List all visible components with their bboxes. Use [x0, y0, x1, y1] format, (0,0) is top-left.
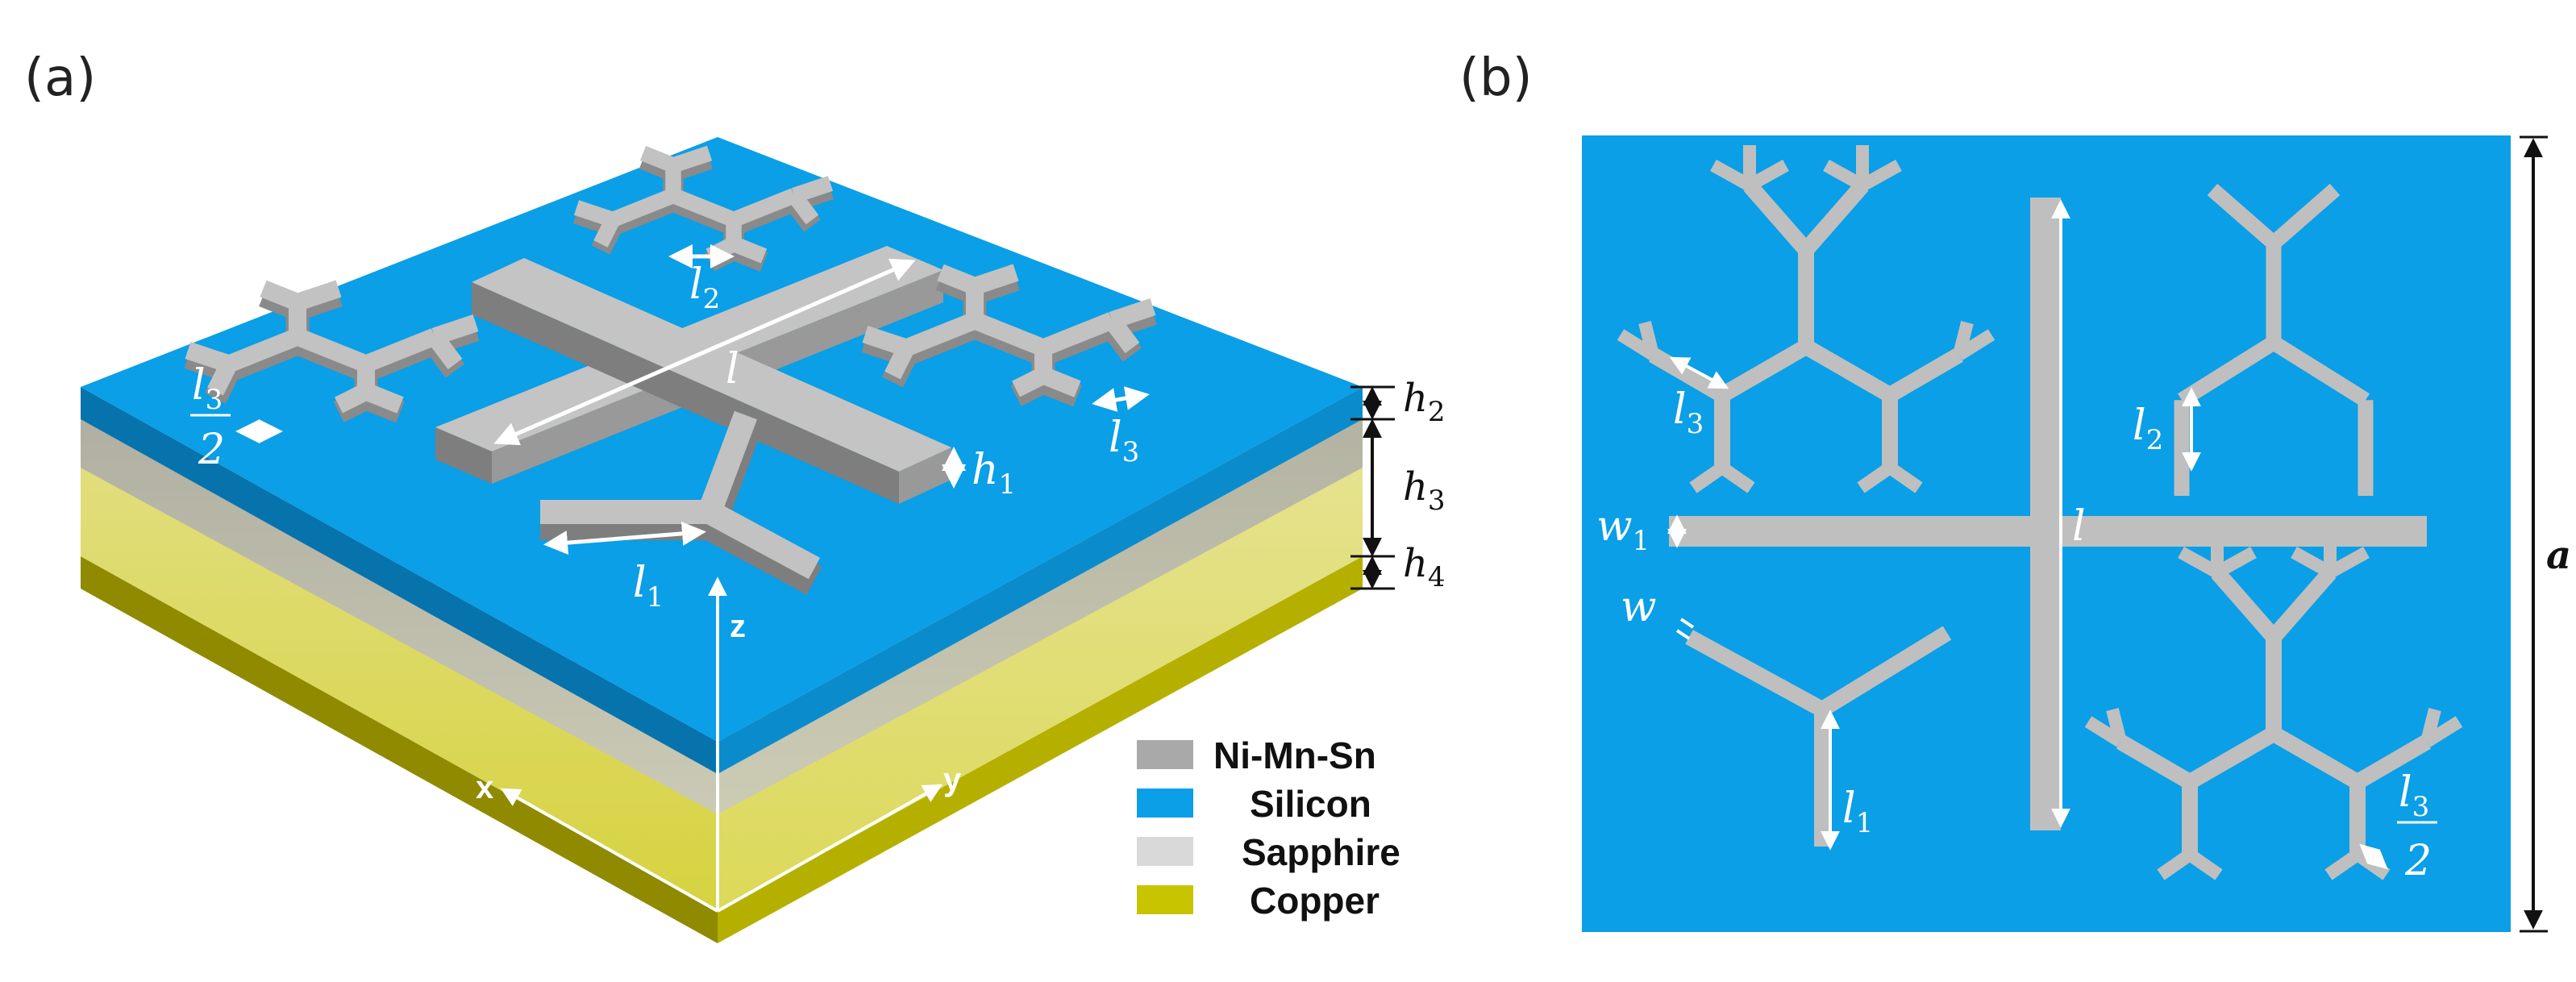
- legend-label-sapphire: Sapphire: [1242, 831, 1400, 873]
- cross-vertical-bar: [2030, 198, 2061, 830]
- l3-half-arrow-b: [2359, 843, 2388, 870]
- l3-dimension-arrow: [1092, 386, 1150, 412]
- copper-layer-left-face: [81, 556, 718, 943]
- label-h3: h3: [1403, 464, 1446, 517]
- legend-label-silicon: Silicon: [1250, 783, 1371, 825]
- legend-swatch-ni-mn-sn: [1137, 740, 1193, 769]
- sapphire-top-band-right: [718, 419, 1363, 814]
- w-marker-b: [1675, 618, 1695, 640]
- label-l2-a: l2: [689, 260, 720, 315]
- y-axis: [717, 784, 943, 913]
- label-l1-b: l1: [1842, 784, 1873, 839]
- label-h2: h2: [1403, 376, 1446, 428]
- label-w1-b: w1: [1596, 502, 1650, 557]
- l3-arrow-b: [1669, 356, 1729, 389]
- silicon-layer-left-face: [81, 387, 718, 774]
- label-l3-half-a: l3 2: [190, 361, 231, 474]
- cross-bar-short-front: [899, 447, 951, 504]
- svg-text:l3: l3: [2399, 768, 2429, 823]
- l1-dimension-arrow: [543, 521, 706, 555]
- svg-text:2: 2: [198, 426, 225, 474]
- panel-a-3d-model: z x y l l1 l2 l3 l3 2 h1: [81, 137, 1363, 943]
- silicon-layer-right-face: [718, 387, 1363, 774]
- label-h1: h1: [972, 446, 1016, 501]
- x-axis: [500, 788, 718, 913]
- cross-bar-long-side: [435, 427, 492, 484]
- legend-swatch-copper: [1137, 885, 1193, 914]
- label-l3-half-b: l3 2: [2397, 768, 2437, 885]
- axis-y-label: y: [943, 762, 962, 797]
- axis-x-label: x: [476, 770, 493, 805]
- label-period-a: a: [2546, 533, 2571, 578]
- legend-swatch-sapphire: [1137, 837, 1193, 866]
- legend-label-copper: Copper: [1250, 880, 1380, 922]
- legend-swatch-silicon: [1137, 789, 1193, 818]
- svg-text:l3: l3: [192, 361, 223, 416]
- axis-z-label: z: [730, 609, 746, 644]
- height-annotations: h2 h3 h4: [1350, 376, 1446, 593]
- svg-text:2: 2: [2404, 837, 2432, 885]
- legend-label-ni-mn-sn: Ni-Mn-Sn: [1213, 734, 1376, 776]
- label-h4: h4: [1403, 541, 1446, 593]
- panel-b-top-view: l l1 l2 l3 l3 2 w1 w: [1582, 135, 2511, 932]
- copper-layer-right-face: [718, 556, 1363, 943]
- legend: Ni-Mn-Sn Silicon Sapphire Copper: [1137, 734, 1400, 922]
- panel-b-label: (b): [1459, 48, 1533, 108]
- label-l3-a: l3: [1109, 414, 1139, 468]
- label-l-a: l: [726, 345, 739, 393]
- panel-a-label: (a): [24, 48, 96, 108]
- cross-horizontal-bar: [1669, 516, 2427, 547]
- label-l1-a: l1: [633, 559, 664, 614]
- l-dimension-arrow: [493, 258, 916, 446]
- label-l2-b: l2: [2133, 402, 2163, 456]
- label-w-b: w: [1621, 583, 1657, 631]
- sapphire-top-band-left: [81, 419, 718, 814]
- label-l-b: l: [2072, 502, 2086, 551]
- label-l3-b: l3: [1673, 385, 1704, 440]
